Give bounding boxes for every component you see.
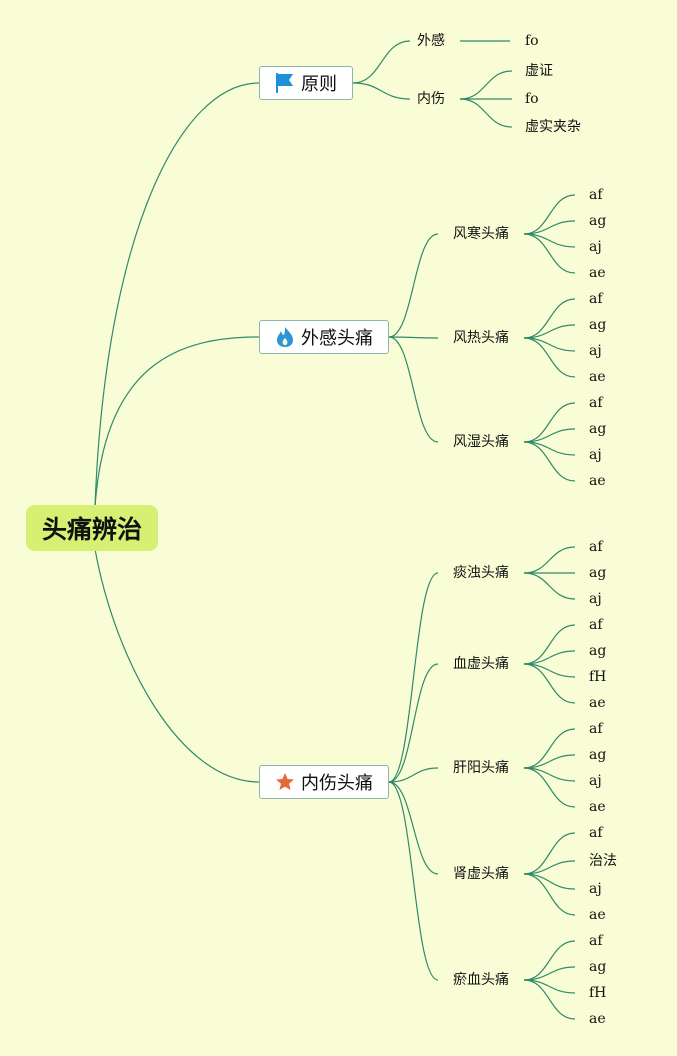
leaf-node[interactable]: ae <box>589 473 606 489</box>
branch-label: 原则 <box>301 74 337 95</box>
leaf-connector <box>523 337 576 378</box>
leaf-connector <box>523 966 576 981</box>
branch-node-internal[interactable]: 内伤头痛 <box>259 765 389 799</box>
root-node[interactable]: 头痛辨治 <box>26 505 158 551</box>
leaf-node[interactable]: af <box>589 539 603 555</box>
leaf-node[interactable]: aj <box>589 447 602 463</box>
leaf-node[interactable]: af <box>589 933 603 949</box>
leaf-node[interactable]: fo <box>525 33 539 49</box>
root-connector <box>94 548 260 783</box>
sub-node-fengshi[interactable]: 风湿头痛 <box>453 434 509 450</box>
leaf-node[interactable]: af <box>589 395 603 411</box>
leaf-connector <box>523 650 576 665</box>
sub-node-xuexu[interactable]: 血虚头痛 <box>453 656 509 672</box>
leaf-node[interactable]: fH <box>589 985 607 1001</box>
branch-label: 外感头痛 <box>301 328 373 349</box>
branch-connector <box>388 336 439 339</box>
leaf-connector <box>523 728 576 769</box>
leaf-node[interactable]: af <box>589 721 603 737</box>
branch-node-external[interactable]: 外感头痛 <box>259 320 389 354</box>
root-connector <box>94 82 260 508</box>
leaf-connector <box>523 220 576 235</box>
leaf-connector <box>523 832 576 875</box>
leaf-node[interactable]: ae <box>589 369 606 385</box>
branch-connector <box>388 767 439 783</box>
leaf-node[interactable]: ae <box>589 799 606 815</box>
leaf-node[interactable]: ag <box>589 421 607 437</box>
leaf-connector <box>523 873 576 916</box>
leaf-node[interactable]: fH <box>589 669 607 685</box>
leaf-node[interactable]: aj <box>589 773 602 789</box>
leaf-node[interactable]: ag <box>589 213 607 229</box>
leaf-connector <box>523 324 576 339</box>
leaf-connector <box>523 979 576 1020</box>
branch-connector <box>352 82 411 100</box>
branch-connector <box>388 336 439 443</box>
leaf-node[interactable]: ag <box>589 317 607 333</box>
branch-connector <box>352 40 411 84</box>
branch-connector <box>388 781 439 981</box>
leaf-node[interactable]: aj <box>589 239 602 255</box>
leaf-node[interactable]: 虚实夹杂 <box>525 119 581 135</box>
leaf-connector <box>523 298 576 339</box>
sub-node-tanzhuo[interactable]: 痰浊头痛 <box>453 565 509 581</box>
leaf-node[interactable]: af <box>589 291 603 307</box>
leaf-node[interactable]: aj <box>589 343 602 359</box>
leaf-connector <box>523 754 576 769</box>
leaf-connector <box>523 572 576 600</box>
branch-connector <box>388 233 439 338</box>
leaf-node[interactable]: ae <box>589 265 606 281</box>
leaf-node[interactable]: af <box>589 825 603 841</box>
root-label: 头痛辨治 <box>41 515 142 544</box>
branch-connector <box>388 781 439 875</box>
leaf-connector <box>523 873 576 890</box>
branch-node-principle[interactable]: 原则 <box>259 66 353 100</box>
leaf-node[interactable]: af <box>589 617 603 633</box>
leaf-connector <box>523 233 576 274</box>
leaf-connector <box>523 624 576 665</box>
sub-node-fengre[interactable]: 风热头痛 <box>453 330 509 346</box>
root-connector <box>94 336 260 508</box>
sub-node-yuxue[interactable]: 瘀血头痛 <box>453 972 509 988</box>
flag-icon <box>275 72 295 94</box>
branch-connector <box>388 663 439 783</box>
sub-node-ganyang[interactable]: 肝阳头痛 <box>453 760 509 776</box>
sub-node-neishang[interactable]: 内伤 <box>417 91 445 107</box>
leaf-connector <box>523 194 576 235</box>
branch-connector <box>388 572 439 783</box>
sub-node-fenghan[interactable]: 风寒头痛 <box>453 226 509 242</box>
leaf-connector <box>523 428 576 443</box>
leaf-node[interactable]: ag <box>589 565 607 581</box>
sub-node-shenxu[interactable]: 肾虚头痛 <box>453 866 509 882</box>
leaf-node[interactable]: ae <box>589 695 606 711</box>
leaf-connector <box>523 402 576 443</box>
leaf-node[interactable]: ag <box>589 959 607 975</box>
leaf-connector <box>523 441 576 482</box>
star-icon <box>275 771 295 793</box>
branch-label: 内伤头痛 <box>301 773 373 794</box>
leaf-node[interactable]: fo <box>525 91 539 107</box>
sub-node-waigan[interactable]: 外感 <box>417 33 445 49</box>
leaf-node[interactable]: af <box>589 187 603 203</box>
leaf-node[interactable]: aj <box>589 591 602 607</box>
leaf-connector <box>459 98 513 128</box>
leaf-node[interactable]: ag <box>589 747 607 763</box>
leaf-node[interactable]: ag <box>589 643 607 659</box>
leaf-connector <box>523 940 576 981</box>
leaf-node[interactable]: ae <box>589 1011 606 1027</box>
fire-icon <box>275 326 295 348</box>
leaf-node[interactable]: 治法 <box>589 853 617 869</box>
leaf-connector <box>523 663 576 704</box>
leaf-node[interactable]: aj <box>589 881 602 897</box>
leaf-connector <box>523 860 576 875</box>
leaf-connector <box>523 546 576 574</box>
leaf-node[interactable]: 虚证 <box>525 63 553 79</box>
leaf-node[interactable]: ae <box>589 907 606 923</box>
leaf-connector <box>523 767 576 808</box>
leaf-connector <box>459 70 513 100</box>
